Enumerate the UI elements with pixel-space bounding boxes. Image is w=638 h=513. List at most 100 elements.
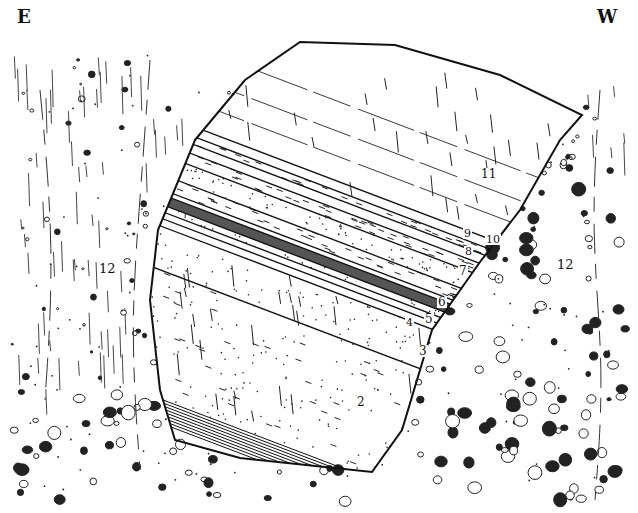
pebble <box>166 106 171 111</box>
stipple <box>70 439 72 441</box>
stipple <box>568 368 570 370</box>
stipple <box>345 279 347 281</box>
stipple <box>352 344 354 346</box>
pebble <box>48 426 61 439</box>
dash <box>474 251 480 253</box>
stipple <box>84 163 86 165</box>
pebble <box>103 407 116 418</box>
stipple <box>63 216 65 218</box>
stipple <box>79 469 81 471</box>
scree-stroke <box>177 125 178 140</box>
dash <box>285 197 291 199</box>
pebble <box>91 294 97 300</box>
scree-stroke <box>588 95 589 106</box>
dash <box>345 248 351 250</box>
pebble <box>310 481 316 487</box>
stipple <box>376 360 378 362</box>
stipple <box>347 460 349 462</box>
stipple <box>400 258 402 260</box>
stipple <box>216 300 218 302</box>
pebble <box>82 421 90 427</box>
dash <box>323 205 329 207</box>
stipple <box>434 312 436 314</box>
stipple <box>208 453 210 455</box>
dash <box>179 339 185 341</box>
bed-boundary <box>100 195 620 393</box>
joint <box>232 265 234 287</box>
stipple <box>195 171 197 173</box>
dash <box>163 296 169 298</box>
bed-boundary <box>100 166 620 364</box>
bed-boundary <box>100 382 620 513</box>
dash <box>422 253 428 255</box>
stipple <box>271 204 273 206</box>
pebble <box>510 446 518 455</box>
dash <box>432 233 438 235</box>
stipple <box>192 407 194 409</box>
stipple <box>276 358 278 360</box>
stipple <box>167 267 169 269</box>
pebble <box>528 466 542 480</box>
stipple <box>143 450 145 452</box>
stipple <box>174 302 176 304</box>
stipple <box>385 331 387 333</box>
dash <box>264 346 270 348</box>
joint <box>455 112 457 131</box>
stipple <box>233 348 235 350</box>
stipple <box>528 326 530 328</box>
stipple <box>225 197 227 199</box>
stipple <box>324 267 326 269</box>
stipple <box>80 100 82 102</box>
pebble <box>520 232 533 243</box>
stipple <box>248 294 250 296</box>
pebble <box>170 448 177 455</box>
pebble <box>590 352 598 360</box>
scree-stroke <box>88 260 89 276</box>
dash <box>415 221 421 223</box>
stipple <box>350 276 352 278</box>
stipple <box>174 479 176 481</box>
dash <box>451 287 457 289</box>
joint <box>177 354 179 375</box>
stipple <box>157 320 159 322</box>
dash <box>428 254 434 256</box>
dash <box>411 225 417 227</box>
stipple <box>338 233 340 235</box>
stipple <box>339 226 341 228</box>
stipple <box>234 472 236 474</box>
stipple <box>238 357 240 359</box>
dash <box>292 180 298 182</box>
pebble <box>18 390 24 395</box>
stipple <box>301 400 303 402</box>
scree-stroke <box>59 358 60 390</box>
dash <box>257 220 263 222</box>
scree-stroke <box>99 221 100 248</box>
stipple <box>285 336 287 338</box>
stipple <box>369 307 371 309</box>
stipple <box>377 389 379 391</box>
stipple <box>185 270 187 272</box>
stipple <box>76 265 78 267</box>
pebble <box>572 140 575 143</box>
stipple <box>280 200 282 202</box>
stipple <box>452 282 454 284</box>
dash <box>186 184 192 186</box>
stipple <box>321 305 323 307</box>
stipple <box>257 391 259 393</box>
scree-stroke <box>141 76 142 111</box>
stipple <box>426 269 428 271</box>
scree-stroke <box>74 259 75 270</box>
pebble <box>496 351 509 363</box>
dash <box>192 189 198 191</box>
joint <box>385 78 387 89</box>
stipple <box>227 271 229 273</box>
stipple <box>153 306 155 308</box>
scree-stroke <box>53 252 54 276</box>
stipple <box>413 304 415 306</box>
joint <box>476 88 478 101</box>
stipple <box>322 223 324 225</box>
stipple <box>360 238 362 240</box>
pebble <box>561 159 567 165</box>
stipple <box>223 413 225 415</box>
scree-stroke <box>68 111 69 142</box>
